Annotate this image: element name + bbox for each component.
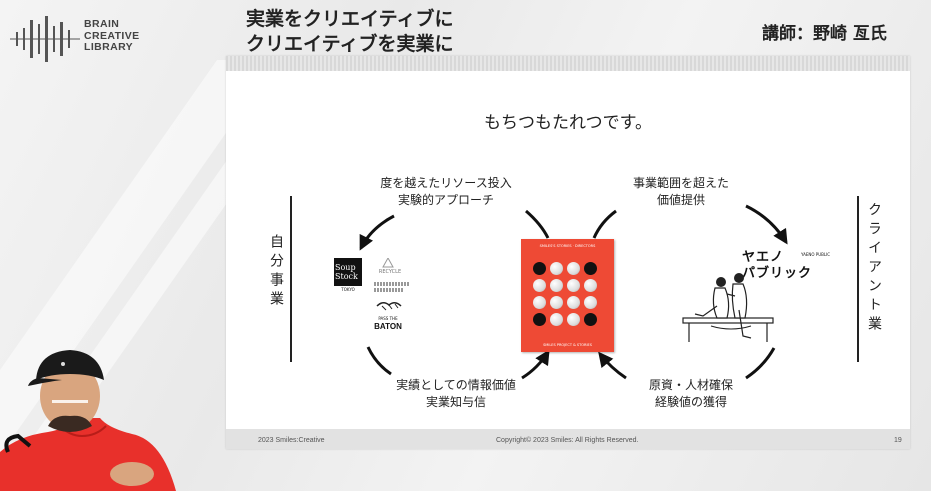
- book-dot: [584, 279, 597, 292]
- book-dot: [550, 313, 563, 326]
- book-cover: SMILES'S STORIES · DIRECTORS SMILES PROJ…: [521, 239, 614, 352]
- book-dot: [533, 279, 546, 292]
- cycle-diagram: [359, 204, 788, 380]
- arrow-bottom-right: [598, 351, 627, 380]
- caption-line: 経験値の獲得: [654, 395, 727, 409]
- yaeno-line: パブリック: [742, 266, 813, 281]
- baton-tagline: PASS THE: [378, 316, 398, 321]
- brain-creative-library-logo: BRAIN CREATIVE LIBRARY: [10, 16, 160, 62]
- arrow-bottom-left: [521, 349, 550, 380]
- soup-stock-logo: Soup Stock: [334, 258, 362, 286]
- title-line: クリエイティブを実業に: [246, 33, 454, 55]
- book-dot: [567, 262, 580, 275]
- caption-line: 実業知与信: [425, 395, 486, 409]
- yaeno-sub: YAENO PUBLIC: [801, 252, 831, 257]
- arc-top-left: [525, 209, 550, 239]
- soup-stock-line: Stock: [335, 272, 358, 281]
- right-divider: [857, 196, 859, 362]
- soup-stock-line: Soup: [335, 263, 356, 272]
- footer-copyright: Copyright© 2023 Smiles: All Rights Reser…: [496, 437, 639, 444]
- caption-line: 事業範囲を超えた: [632, 176, 729, 190]
- arrow-top-left: [359, 214, 395, 251]
- right-label: クライアント業: [866, 202, 882, 335]
- soup-stock-sub: TOKYO: [341, 287, 355, 292]
- caption-bottom-right: 原資・人材確保 経験値の獲得: [616, 377, 766, 411]
- book-dot: [533, 313, 546, 326]
- book-dot: [567, 313, 580, 326]
- recycle-logo: RECYCLE: [378, 269, 402, 275]
- page-number: 19: [894, 437, 902, 444]
- left-divider: [290, 196, 292, 362]
- left-label: 自分事業: [268, 234, 284, 310]
- yaeno-public-logo: ヤエノ パブリック: [742, 250, 812, 282]
- logo-bars-icon: [10, 16, 80, 62]
- arc-bottom-right: [745, 347, 776, 380]
- presenter-webcam: [0, 350, 176, 491]
- logo-wordmark: BRAIN CREATIVE LIBRARY: [84, 18, 140, 54]
- caption-line: 原資・人材確保: [648, 378, 733, 392]
- slide-footer: 2023 Smiles:Creative Copyright© 2023 Smi…: [226, 429, 910, 449]
- book-dot: [584, 262, 597, 275]
- recycle-tagline: [374, 288, 404, 292]
- yaeno-line: ヤエノ: [742, 250, 785, 265]
- book-dot: [533, 296, 546, 309]
- video-title: 実業をクリエイティブに クリエイティブを実業に: [246, 7, 453, 57]
- logo-line: CREATIVE: [84, 29, 140, 42]
- logo-line: LIBRARY: [84, 41, 134, 53]
- caption-top-left: 度を越えたリソース投入 実験的アプローチ: [356, 175, 536, 209]
- slide-heading: もちつもたれつです。: [484, 113, 652, 133]
- lecturer-name: 講師：野崎 亙氏: [762, 24, 887, 44]
- recycle-tagline: [374, 282, 410, 286]
- arc-top-right: [592, 209, 617, 239]
- book-dot: [584, 313, 597, 326]
- title-line: 実業をクリエイティブに: [246, 8, 454, 30]
- presentation-slide: もちつもたれつです。 自分事業 クライアント業 度を越えたリソース投入 実験的ア…: [226, 56, 910, 449]
- book-dot: [533, 262, 546, 275]
- caption-line: 実績としての情報価値: [396, 378, 516, 392]
- caption-line: 実験的アプローチ: [397, 193, 494, 207]
- bench-people-illustration: [682, 273, 774, 342]
- logo-line: BRAIN: [84, 18, 120, 30]
- book-dot-grid: [533, 262, 603, 326]
- caption-bottom-left: 実績としての情報価値 実業知与信: [366, 377, 546, 411]
- handshake-icon: [376, 302, 402, 311]
- book-dot: [567, 279, 580, 292]
- book-dot: [567, 296, 580, 309]
- footer-left: 2023 Smiles:Creative: [258, 437, 325, 444]
- slide-top-band: [226, 56, 910, 71]
- book-dot: [550, 279, 563, 292]
- arrow-top-right: [745, 204, 788, 245]
- caption-top-right: 事業範囲を超えた 価値提供: [596, 175, 766, 209]
- caption-line: 価値提供: [656, 193, 705, 207]
- book-dot: [584, 296, 597, 309]
- book-dot: [550, 296, 563, 309]
- book-dot: [550, 262, 563, 275]
- arc-bottom-left: [366, 346, 392, 376]
- book-subtitle: SMILES PROJECT & STORIES: [543, 343, 592, 347]
- book-title: SMILES'S STORIES · DIRECTORS: [539, 244, 596, 248]
- caption-line: 度を越えたリソース投入: [380, 176, 512, 190]
- recycle-icon: [382, 258, 394, 268]
- baton-logo: BATON: [374, 322, 402, 331]
